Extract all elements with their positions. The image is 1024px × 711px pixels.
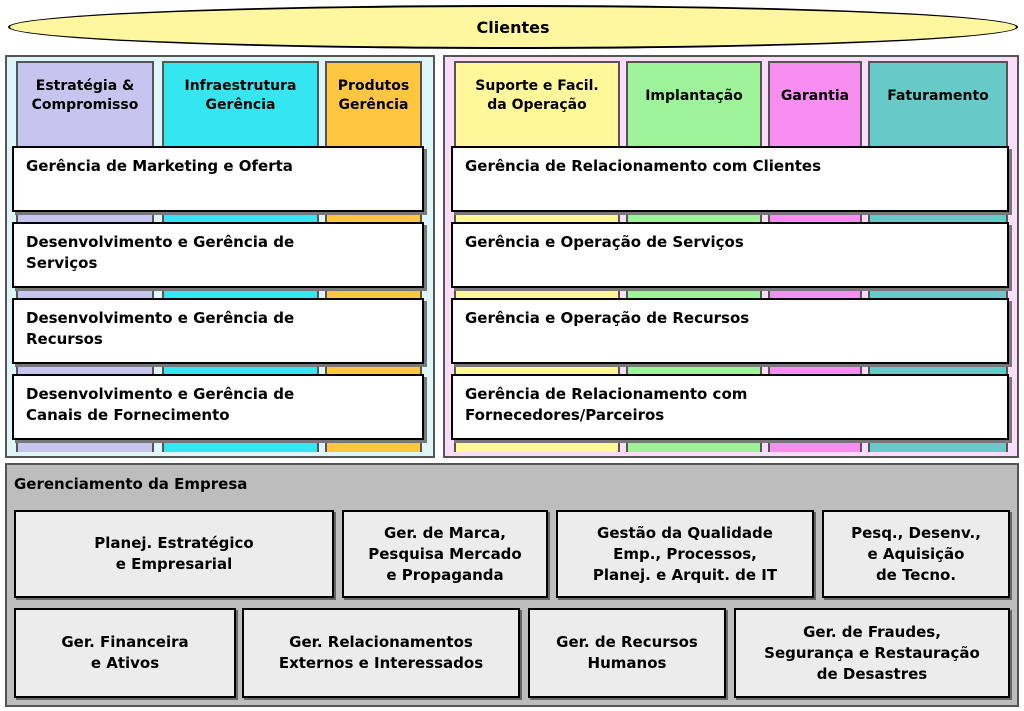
box-line: Pesq., Desenv., (851, 523, 981, 542)
box-line: Gestão da Qualidade (597, 523, 773, 542)
box-line: Externos e Interessados (278, 654, 484, 672)
process-label: Gerência e Operação de Recursos (465, 309, 750, 327)
box-pesq-desenv: Pesq., Desenv., e Aquisição de Tecno. (822, 510, 1010, 598)
clients-ellipse: Clientes (8, 5, 1018, 49)
box-line: Pesquisa Mercado (368, 544, 522, 563)
box-line: Ger. Financeira (61, 633, 189, 651)
process-desenv-canais: Desenvolvimento e Gerência de Canais de F… (12, 374, 424, 440)
box-line: Ger. de Recursos (556, 633, 698, 651)
process-label: Gerência de Relacionamento com Clientes (465, 157, 822, 175)
box-line: e Aquisição (867, 544, 965, 563)
box-line: e Empresarial (115, 555, 233, 573)
box-ger-fraudes: Ger. de Fraudes, Segurança e Restauração d… (734, 608, 1010, 698)
process-operacao-recursos: Gerência e Operação de Recursos (451, 298, 1009, 364)
column-label: Gerência (338, 97, 409, 113)
process-relacionamento-clientes: Gerência de Relacionamento com Clientes (451, 146, 1009, 212)
box-line: de Tecno. (875, 565, 957, 584)
column-label: Produtos (337, 78, 410, 94)
box-ger-financeira: Ger. Financeira e Ativos (14, 608, 236, 698)
box-line: Ger. Relacionamentos (289, 633, 473, 651)
column-label: Implantação (645, 87, 743, 104)
box-line: Emp., Processos, (613, 544, 757, 563)
column-label: Compromisso (31, 97, 139, 113)
process-label: Desenvolvimento e Gerência de (26, 385, 295, 403)
column-label: Suporte e Facil. (475, 78, 599, 94)
process-label: Recursos (26, 330, 103, 348)
column-label: da Operação (487, 97, 587, 113)
box-line: Humanos (587, 654, 667, 672)
process-label: Gerência e Operação de Serviços (465, 233, 744, 251)
process-label: Desenvolvimento e Gerência de (26, 309, 295, 327)
process-label: Canais de Fornecimento (26, 406, 230, 424)
box-planej-estrategico: Planej. Estratégico e Empresarial (14, 510, 334, 598)
enterprise-title: Gerenciamento da Empresa (14, 475, 248, 493)
box-line: Planej. Estratégico (94, 534, 254, 552)
process-label: Fornecedores/Parceiros (465, 406, 665, 424)
process-marketing-oferta: Gerência de Marketing e Oferta (12, 146, 424, 212)
box-ger-marca: Ger. de Marca, Pesquisa Mercado e Propagan… (342, 510, 548, 598)
process-label: Gerência de Marketing e Oferta (26, 157, 293, 175)
box-line: de Desastres (816, 664, 928, 683)
process-desenv-servicos: Desenvolvimento e Gerência de Serviços (12, 222, 424, 288)
clients-label: Clientes (476, 17, 550, 37)
process-label: Gerência de Relacionamento com (465, 385, 748, 403)
column-label: Gerência (205, 97, 276, 113)
process-desenv-recursos: Desenvolvimento e Gerência de Recursos (12, 298, 424, 364)
process-label: Desenvolvimento e Gerência de (26, 233, 295, 251)
box-line: Ger. de Fraudes, (803, 622, 941, 641)
box-line: Segurança e Restauração (764, 643, 980, 662)
process-label: Serviços (26, 254, 98, 272)
process-operacao-servicos: Gerência e Operação de Serviços (451, 222, 1009, 288)
box-line: Planej. e Arquit. de IT (592, 565, 778, 584)
column-label: Garantia (780, 87, 850, 104)
column-label: Faturamento (887, 87, 989, 104)
box-line: Ger. de Marca, (384, 523, 506, 542)
column-label: Infraestrutura (184, 78, 297, 94)
box-line: e Ativos (90, 654, 160, 672)
box-line: e Propaganda (386, 565, 504, 584)
column-label: Estratégia & (35, 78, 135, 94)
